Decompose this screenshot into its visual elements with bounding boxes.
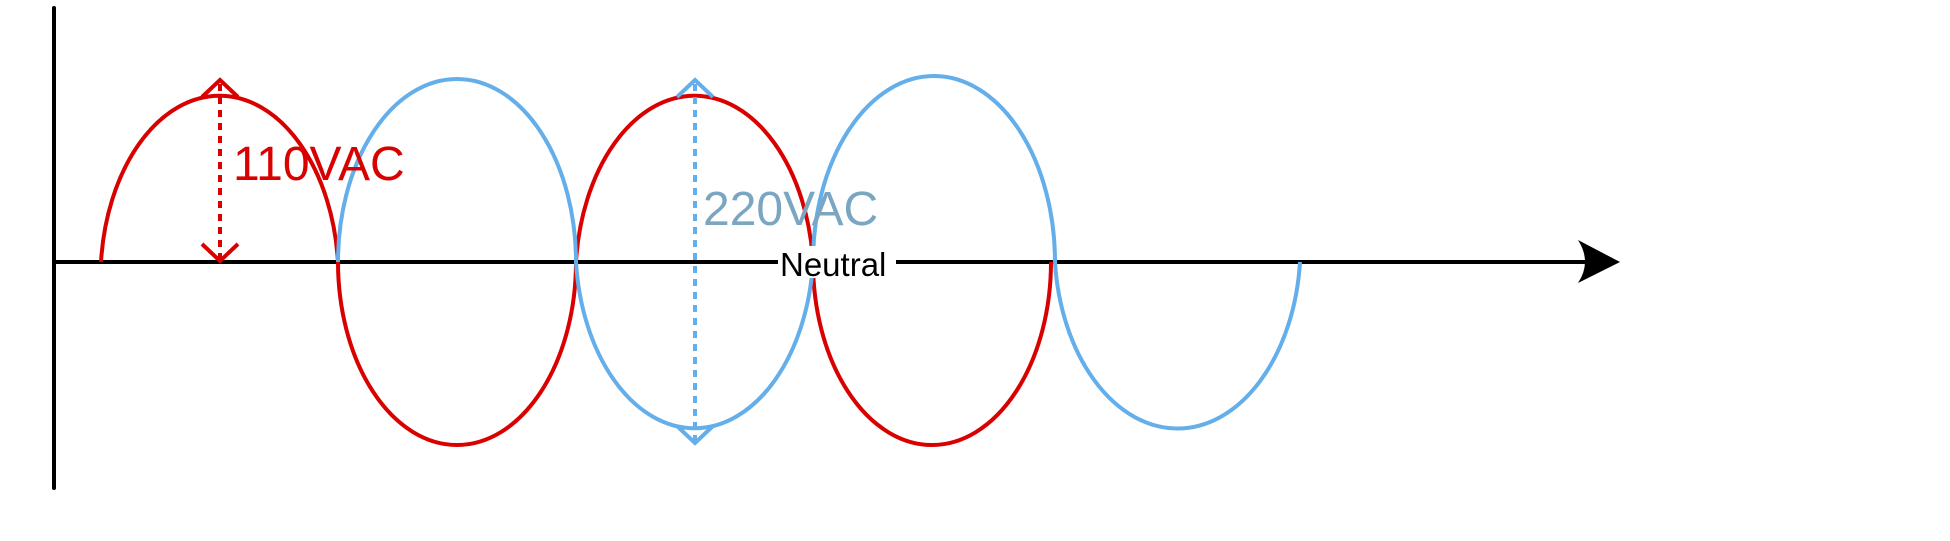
amplitude-110-top-arrowhead	[200, 77, 240, 99]
label-220vac: 220VAC	[703, 183, 878, 236]
amplitude-220-bottom-arrowhead	[675, 424, 715, 446]
amplitude-220-indicator	[675, 77, 715, 446]
label-110vac: 110VAC	[233, 138, 405, 191]
neutral-axis-arrowhead	[1578, 240, 1620, 283]
neutral-label-background	[778, 246, 896, 278]
amplitude-110-indicator	[200, 77, 240, 264]
amplitude-110-bottom-arrowhead	[200, 242, 240, 264]
amplitude-220-top-arrowhead	[675, 77, 715, 99]
label-neutral: Neutral	[780, 246, 886, 283]
